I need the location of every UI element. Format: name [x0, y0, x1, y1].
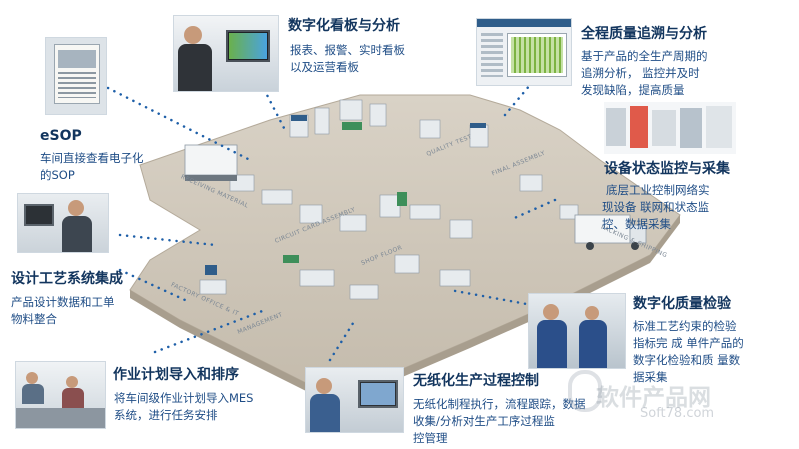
quality-inspection-photo — [528, 293, 626, 369]
trace-screen-photo — [476, 18, 572, 86]
esop-desc-line: 的SOP — [40, 168, 75, 182]
trace-desc-line: 基于产品的全生产周期的 — [581, 49, 708, 63]
watermark-logo-icon — [568, 370, 602, 412]
paperless-control-photo — [305, 367, 404, 433]
equipment-desc-line: 底层工业控制网络实 — [606, 183, 710, 197]
trace-title: 全程质量追溯与分析 — [581, 26, 707, 42]
design-title: 设计工艺系统集成 — [11, 271, 123, 287]
design-desc-line: 产品设计数据和工单 — [11, 295, 115, 309]
paperless-desc-line: 控管理 — [413, 431, 448, 445]
plan-desc-line: 将车间级作业计划导入MES — [114, 391, 254, 405]
equipment-devices-photo — [604, 102, 736, 154]
esop-photo — [45, 37, 107, 115]
quality-title: 数字化质量检验 — [633, 296, 731, 312]
shipping-truck-illustration — [574, 214, 647, 250]
trace-desc-line: 追溯分析， 监控并及时 — [581, 66, 700, 80]
kanban-desc-line: 以及运营看板 — [290, 60, 359, 74]
paperless-title: 无纸化生产过程控制 — [413, 373, 539, 389]
trace-desc-line: 发现缺陷，提高质量 — [581, 83, 685, 97]
equipment-desc-line: 现设备 联网和状态监 — [602, 200, 710, 214]
equipment-desc-line: 控、数据采集 — [602, 217, 671, 231]
quality-desc-line: 标准工艺约束的检验 — [633, 319, 737, 333]
plan-desc-line: 系统，进行任务安排 — [114, 408, 218, 422]
plan-title: 作业计划导入和排序 — [113, 367, 239, 383]
equipment-title: 设备状态监控与采集 — [604, 161, 730, 177]
design-integration-photo — [17, 193, 109, 253]
kanban-title: 数字化看板与分析 — [288, 18, 400, 34]
quality-desc-line: 数字化检验和质 量数 — [633, 353, 741, 367]
plan-scheduling-photo — [15, 361, 106, 429]
watermark-url: Soft78.com — [640, 406, 715, 421]
kanban-photo — [173, 15, 279, 92]
kanban-desc-line: 报表、报警、实时看板 — [290, 43, 405, 57]
esop-title: eSOP — [40, 128, 82, 144]
paperless-desc-line: 无纸化制程执行，流程跟踪，数据 — [413, 397, 586, 411]
quality-desc-line: 指标完 成 单件产品的 — [633, 336, 744, 350]
esop-desc-line: 车间直接查看电子化 — [40, 151, 144, 165]
paperless-desc-line: 收集/分析对生产工序过程监 — [413, 414, 555, 428]
receiving-truck-illustration — [184, 144, 238, 181]
watermark-text: 软件产品网 — [596, 385, 711, 411]
design-desc-line: 物料整合 — [11, 312, 57, 326]
quality-desc-line: 据采集 — [633, 370, 668, 384]
